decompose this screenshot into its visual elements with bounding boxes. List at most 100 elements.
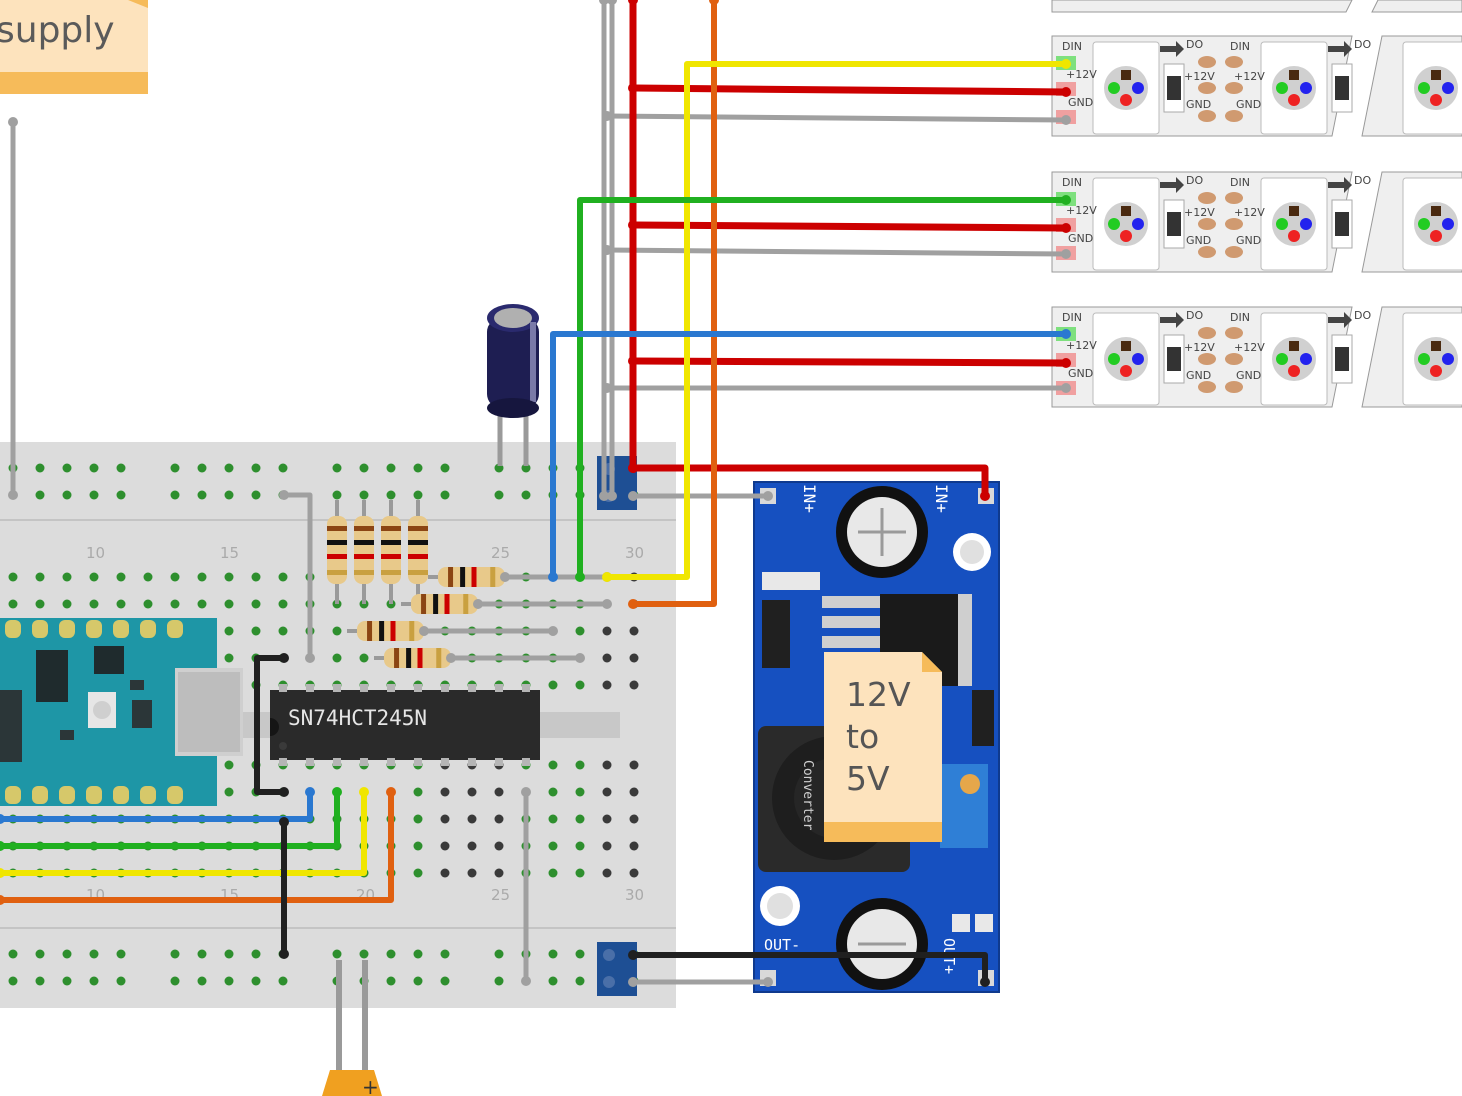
gray-wire-converter-out-end: [763, 977, 773, 987]
ic-pin: [333, 758, 341, 766]
gray-wire-gnd-strip-2-end: [602, 245, 612, 255]
breadboard-hole: [548, 680, 558, 690]
breadboard-hole: [440, 490, 450, 500]
wires: [0, 0, 1071, 987]
arrow-icon: [1328, 41, 1352, 57]
breadboard-hole: [494, 868, 504, 878]
led-center: [1289, 206, 1299, 216]
strip-pad: [1198, 246, 1216, 258]
resistor-band: [367, 621, 373, 641]
resistor-band: [463, 594, 469, 614]
red-wire-strip-1: [629, 84, 1070, 96]
led-blue-die: [1442, 353, 1454, 365]
resistor-body: [381, 516, 401, 584]
resistor-body: [327, 516, 347, 584]
converter-side-label: Converter: [800, 760, 815, 831]
led-blue-die: [1300, 353, 1312, 365]
resistor-band: [381, 526, 401, 531]
resistor-band: [433, 594, 439, 614]
led-strip-partial: [1051, 0, 1353, 13]
pin-gnd-label: GND: [1068, 96, 1093, 109]
breadboard-hole: [413, 949, 423, 959]
led-green-die: [1108, 353, 1120, 365]
led-blue-die: [1132, 82, 1144, 94]
red-wire-strip-1-end: [1061, 87, 1071, 97]
breadboard-hole: [548, 760, 558, 770]
strip-resistor-body: [1167, 347, 1181, 371]
orange-wire-data: [0, 789, 394, 903]
black-wire-gnd-end: [279, 949, 289, 959]
breadboard-hole: [440, 841, 450, 851]
nano-pin: [59, 620, 75, 638]
strip-pad: [1225, 353, 1243, 365]
arduino-nano-pins: [5, 620, 183, 804]
breadboard-hole: [8, 572, 18, 582]
breadboard-hole: [197, 463, 207, 473]
breadboard-hole: [386, 949, 396, 959]
strip-pad: [1225, 110, 1243, 122]
breadboard-hole: [440, 868, 450, 878]
gray-wire-end: [599, 491, 609, 501]
pin-12v-label: +12V: [1234, 341, 1265, 354]
breadboard-hole: [413, 463, 423, 473]
breadboard-hole: [251, 490, 261, 500]
breadboard-hole: [278, 976, 288, 986]
red-wire-strip-2-end: [1061, 223, 1071, 233]
orange-wire-data-end: [0, 895, 5, 905]
ic-chip-label: SN74HCT245N: [288, 706, 427, 730]
strip-pad: [1225, 327, 1243, 339]
gray-wire-gnd-strip-1-end: [1061, 115, 1071, 125]
ic-chip: SN74HCT245N: [270, 684, 540, 766]
red-wire-converter-in: [629, 464, 989, 500]
yellow-wire-data: [0, 789, 367, 876]
ic-pin: [468, 758, 476, 766]
strip-pad: [1198, 218, 1216, 230]
arrow-icon: [1160, 312, 1184, 328]
column-number-25-top: 25: [491, 544, 510, 562]
breadboard-hole: [413, 976, 423, 986]
breadboard-hole: [170, 572, 180, 582]
breadboard-hole: [440, 814, 450, 824]
pin-din-label: DIN: [1062, 311, 1082, 324]
in-plus-label-right: IN+: [932, 484, 951, 513]
strip-pad: [1198, 110, 1216, 122]
led-center: [1289, 70, 1299, 80]
gray-wire-gnd-strip-2: [604, 247, 1069, 257]
breadboard-hole: [575, 841, 585, 851]
resistor-band: [381, 570, 401, 575]
yellow-wire-strip-1-end: [602, 572, 612, 582]
resistor-band: [444, 594, 450, 614]
breadboard-hole: [602, 626, 612, 636]
breadboard-hole: [116, 490, 126, 500]
breadboard-hole: [467, 868, 477, 878]
strip-pad: [1225, 218, 1243, 230]
nano-pin: [5, 620, 21, 638]
nano-pin: [113, 620, 129, 638]
breadboard-hole: [8, 599, 18, 609]
pin-do-label: DO: [1186, 38, 1203, 51]
blue-wire-strip-3-end: [1061, 329, 1071, 339]
strip-pad: [1198, 192, 1216, 204]
tantalum-capacitor: +: [322, 960, 382, 1096]
breadboard-hole: [386, 976, 396, 986]
breadboard-hole: [548, 949, 558, 959]
breadboard-hole: [62, 976, 72, 986]
green-wire-data: [0, 789, 340, 849]
breadboard-hole: [548, 976, 558, 986]
ic-pin: [441, 758, 449, 766]
supply-note: supply: [0, 0, 148, 94]
ic-pin: [387, 684, 395, 692]
in-plus-label-left: IN+: [800, 484, 819, 513]
led-red-die: [1288, 230, 1300, 242]
gray-wire-end: [8, 117, 18, 127]
resistor-band: [327, 570, 347, 575]
breadboard-hole: [548, 841, 558, 851]
yellow-wire-data-end: [0, 868, 5, 878]
arrow-icon: [1160, 41, 1184, 57]
gray-wire-end: [602, 599, 612, 609]
ic-pin: [414, 684, 422, 692]
led-blue-die: [1442, 218, 1454, 230]
breadboard-hole: [89, 976, 99, 986]
